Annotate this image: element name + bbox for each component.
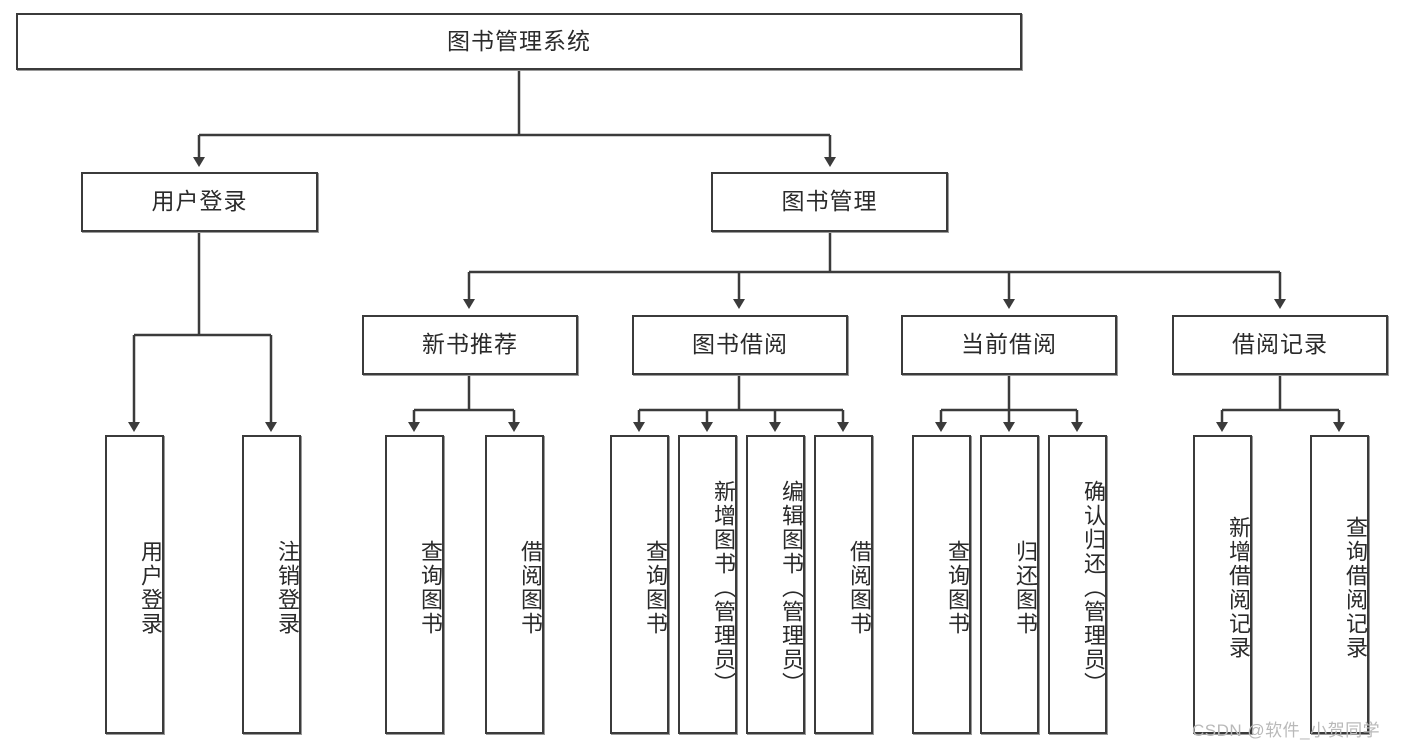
node-label: 编辑图书（管理员） — [779, 479, 804, 696]
node-user-login[interactable]: 用户登录 — [81, 172, 318, 232]
node-label: 查询图书 — [945, 539, 970, 636]
csdn-watermark: CSDN @软件_小贺同学 — [1192, 716, 1380, 741]
node-label: 图书管理 — [781, 188, 878, 215]
leaf-query-book-nb[interactable]: 查询图书 — [385, 435, 444, 734]
leaf-add-book-admin[interactable]: 新增图书（管理员） — [678, 435, 737, 734]
node-label: 查询图书 — [418, 539, 443, 636]
node-label: 用户登录 — [151, 188, 248, 215]
leaf-user-login[interactable]: 用户登录 — [105, 435, 164, 734]
node-book-borrow[interactable]: 图书借阅 — [632, 315, 848, 375]
node-label: 归还图书 — [1013, 539, 1038, 636]
node-current-borrow[interactable]: 当前借阅 — [901, 315, 1117, 375]
leaf-borrow-book-bb[interactable]: 借阅图书 — [814, 435, 873, 734]
node-label: 图书借阅 — [692, 331, 788, 358]
leaf-borrow-book-nb[interactable]: 借阅图书 — [485, 435, 544, 734]
node-borrow-record[interactable]: 借阅记录 — [1172, 315, 1388, 375]
node-new-book-recommend[interactable]: 新书推荐 — [362, 315, 578, 375]
leaf-add-borrow-record[interactable]: 新增借阅记录 — [1193, 435, 1252, 734]
leaf-query-borrow-record[interactable]: 查询借阅记录 — [1310, 435, 1369, 734]
leaf-return-book[interactable]: 归还图书 — [980, 435, 1039, 734]
leaf-confirm-return-admin[interactable]: 确认归还（管理员） — [1048, 435, 1107, 734]
node-label: 当前借阅 — [961, 331, 1057, 358]
node-label: 新增借阅记录 — [1226, 515, 1251, 660]
leaf-query-book-bb[interactable]: 查询图书 — [610, 435, 669, 734]
node-label: 注销登录 — [275, 539, 300, 636]
node-label: 借阅记录 — [1232, 331, 1328, 358]
leaf-logout[interactable]: 注销登录 — [242, 435, 301, 734]
node-label: 查询图书 — [643, 539, 668, 636]
node-label: 确认归还（管理员） — [1081, 479, 1106, 696]
node-label: 借阅图书 — [847, 539, 872, 636]
leaf-edit-book-admin[interactable]: 编辑图书（管理员） — [746, 435, 805, 734]
leaf-query-book-cb[interactable]: 查询图书 — [912, 435, 971, 734]
node-root-system[interactable]: 图书管理系统 — [16, 13, 1022, 70]
node-label: 图书管理系统 — [447, 27, 591, 54]
watermark-text: CSDN @软件_小贺同学 — [1192, 721, 1381, 740]
node-label: 用户登录 — [138, 539, 163, 636]
node-label: 借阅图书 — [518, 539, 543, 636]
node-book-management[interactable]: 图书管理 — [711, 172, 948, 232]
node-label: 查询借阅记录 — [1343, 515, 1368, 660]
node-label: 新增图书（管理员） — [711, 479, 736, 696]
node-label: 新书推荐 — [422, 331, 518, 358]
